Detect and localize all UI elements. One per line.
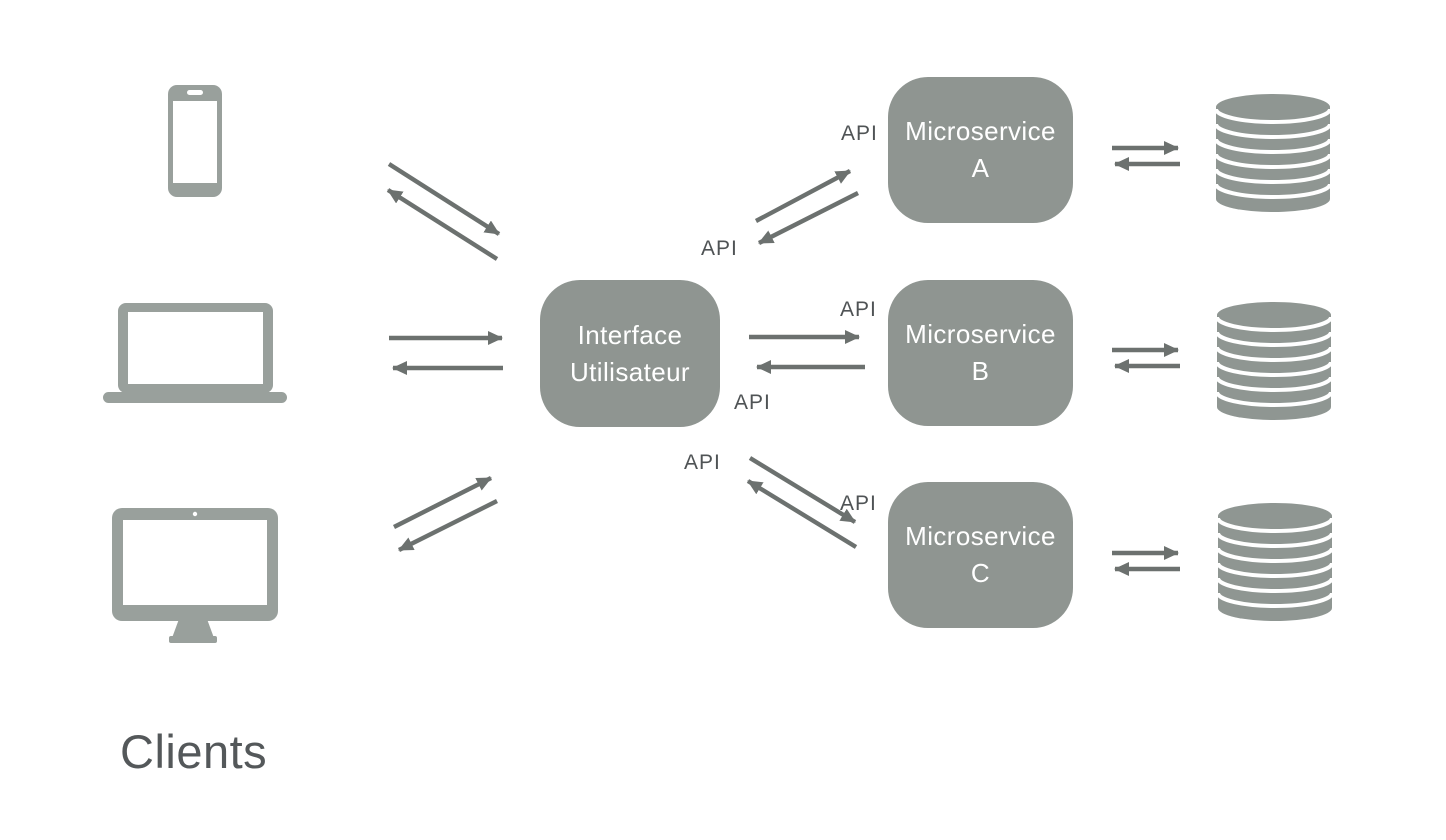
microservice-a-line1: Microservice <box>905 116 1056 146</box>
microservice-b-line1: Microservice <box>905 319 1056 349</box>
arrows-microservice-c-database <box>1112 553 1180 569</box>
api-label-c-out: API <box>840 492 877 515</box>
microservice-a-line2: A <box>971 153 990 183</box>
api-label-a-out: API <box>841 122 878 145</box>
microservice-b-line2: B <box>971 356 990 386</box>
microservice-c-node: Microservice C <box>888 482 1073 628</box>
smartphone-icon <box>168 85 222 197</box>
microservice-c-line1: Microservice <box>905 521 1056 551</box>
arrows-interface-microservice-b <box>749 330 865 374</box>
arrows-microservice-b-database <box>1112 350 1180 366</box>
microservice-b-node: Microservice B <box>888 280 1073 426</box>
api-label-b-return: API <box>734 391 771 414</box>
interface-utilisateur-node: Interface Utilisateur <box>540 280 720 427</box>
arrows-laptop-interface <box>389 331 503 375</box>
api-label-c-return: API <box>684 451 721 474</box>
desktop-icon <box>112 508 278 643</box>
interface-node-line1: Interface <box>577 319 683 350</box>
api-label-a-return: API <box>701 237 738 260</box>
database-icon-c <box>1216 501 1334 623</box>
laptop-icon <box>103 303 287 403</box>
api-label-b-out: API <box>840 298 877 321</box>
arrows-desktop-interface <box>393 476 498 552</box>
arrows-interface-microservice-c <box>746 456 858 549</box>
microservice-a-node: Microservice A <box>888 77 1073 223</box>
microservice-c-line2: C <box>970 558 991 588</box>
arrows-microservice-a-database <box>1112 148 1180 164</box>
interface-node-line2: Utilisateur <box>570 356 690 387</box>
arrows-interface-microservice-a <box>754 169 859 245</box>
arrows-smartphone-interface <box>386 162 501 261</box>
clients-caption: Clients <box>120 725 268 778</box>
database-icon-a <box>1214 92 1332 214</box>
database-icon-b <box>1215 300 1333 422</box>
